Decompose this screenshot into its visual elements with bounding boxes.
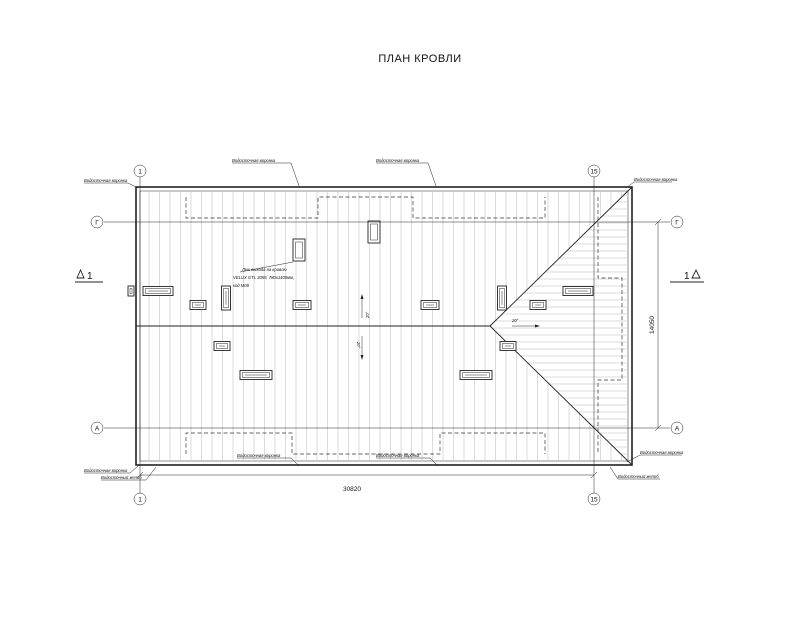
hatch-note: Люк выхода на кровлю VELUX GTL 3059, 780…: [233, 261, 294, 288]
axis-marker-g-left: Г: [90, 215, 104, 229]
roof-window: [142, 286, 174, 296]
svg-text:Водосточная воронка: Водосточная воронка: [237, 453, 281, 458]
svg-text:20°: 20°: [356, 341, 361, 349]
axis-marker-1-bottom: 1: [133, 492, 147, 506]
hatch-note-line2: VELUX GTL 3059, 780x1400мм,: [233, 275, 294, 280]
roof-window: [497, 285, 507, 311]
axis-lines: [104, 177, 670, 493]
svg-text:Водосточная воронка: Водосточная воронка: [640, 450, 684, 455]
svg-text:15: 15: [590, 169, 598, 176]
svg-text:30820: 30820: [343, 486, 361, 493]
svg-text:Водосточная воронка: Водосточная воронка: [376, 158, 420, 163]
svg-text:Водосточная воронка: Водосточная воронка: [232, 158, 276, 163]
axis-marker-a-left: А: [90, 421, 104, 435]
svg-text:20°: 20°: [365, 311, 370, 319]
label-gutter-bottom-right: Водосточный желоб: [609, 466, 660, 480]
roof-window: [213, 341, 231, 351]
svg-text:15: 15: [590, 497, 598, 504]
axis-marker-g-right: Г: [670, 215, 684, 229]
hip-line-north: [489, 186, 633, 327]
roof-hatch-2: [367, 220, 381, 244]
svg-text:Водосточная воронка: Водосточная воронка: [84, 178, 128, 183]
svg-text:А: А: [95, 426, 100, 433]
label-funnel-bottom-2: Водосточная воронка: [376, 453, 439, 467]
gutter-outline: [185, 196, 623, 455]
section-mark-right: 1: [670, 268, 704, 283]
roof-hatch-1: [292, 238, 306, 262]
dimension-depth: 14050: [649, 218, 662, 432]
roof-window: [292, 300, 312, 310]
svg-text:Г: Г: [95, 220, 99, 227]
axis-marker-15-bottom: 15: [587, 492, 601, 506]
svg-text:1: 1: [684, 271, 690, 282]
roof-outline: [135, 186, 633, 466]
axis-marker-1-top: 1: [133, 164, 147, 178]
svg-text:Г: Г: [675, 220, 679, 227]
svg-text:1: 1: [138, 169, 142, 176]
roof-window: [239, 370, 273, 380]
svg-text:20°: 20°: [511, 318, 519, 323]
roof-seam-hatching: [148, 192, 627, 460]
hatch-note-line1: Люк выхода на кровлю: [241, 267, 287, 272]
label-funnel-right: Водосточная воронка: [626, 450, 684, 463]
label-funnel-top-right: Водосточная воронка: [625, 177, 678, 189]
label-funnel-top-left: Водосточная воронка: [84, 178, 139, 189]
svg-text:Водосточная воронка: Водосточная воронка: [84, 468, 128, 473]
roof-window: [221, 285, 231, 311]
svg-text:14050: 14050: [649, 316, 656, 334]
section-mark-left: 1: [75, 268, 103, 283]
svg-text:Водосточный желоб: Водосточный желоб: [101, 475, 142, 480]
axis-marker-15-top: 15: [587, 164, 601, 178]
roof-window: [127, 285, 135, 297]
svg-text:1: 1: [138, 497, 142, 504]
axis-marker-a-right: А: [670, 421, 684, 435]
label-funnel-bottom-1: Водосточная воронка: [237, 453, 300, 467]
roof-window: [189, 300, 207, 310]
svg-text:А: А: [675, 426, 680, 433]
label-funnel-top-1: Водосточная воронка: [232, 158, 300, 187]
svg-text:Водосточная воронка: Водосточная воронка: [376, 453, 420, 458]
roof-window: [529, 300, 547, 310]
label-funnel-bottom-left: Водосточная воронка: [84, 465, 139, 474]
slope-arrow-north: 20°: [360, 294, 370, 319]
slope-arrow-east: 20°: [511, 318, 540, 328]
dimension-width: 30820: [136, 471, 598, 493]
svg-text:Водосточная воронка: Водосточная воронка: [634, 177, 678, 182]
roof-windows: [127, 285, 594, 380]
svg-text:Водосточный желоб: Водосточный желоб: [618, 474, 659, 479]
roof-window: [459, 370, 493, 380]
drawing-title: ПЛАН КРОВЛИ: [378, 53, 461, 65]
roof-window: [499, 341, 517, 351]
hatch-note-line3: код М08: [233, 283, 250, 288]
roof-window: [562, 286, 594, 296]
slope-arrow-south: 20°: [356, 336, 364, 360]
svg-text:1: 1: [87, 271, 93, 282]
label-gutter-bottom-left: Водосточный желоб: [101, 466, 157, 481]
label-funnel-top-2: Водосточная воронка: [376, 158, 437, 187]
roof-window: [420, 300, 440, 310]
